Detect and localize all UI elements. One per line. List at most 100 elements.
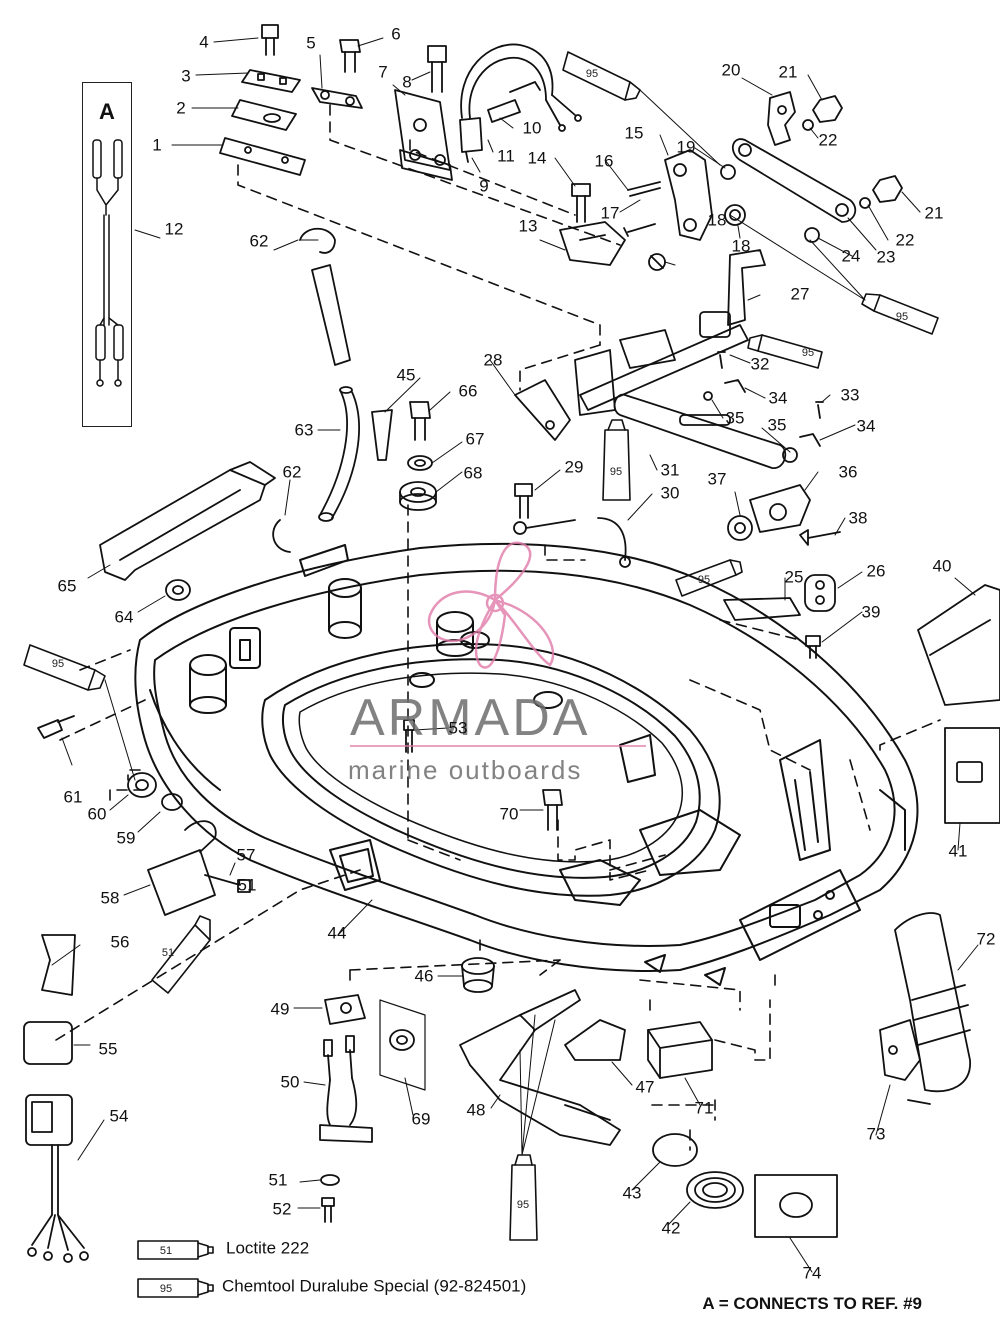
watermark-title: ARMADA xyxy=(350,689,591,747)
ref-label: 20 xyxy=(721,60,741,80)
ref-label: 70 xyxy=(499,804,519,824)
tube-label: 95 xyxy=(697,574,711,586)
ref-label: 52 xyxy=(272,1199,292,1219)
ref-label: 2 xyxy=(176,98,186,118)
ref-label: 73 xyxy=(866,1124,886,1144)
tube-label: 51 xyxy=(159,1245,173,1257)
ref-label: 60 xyxy=(87,804,107,824)
ref-label: 1 xyxy=(152,135,162,155)
ref-label: 66 xyxy=(458,381,478,401)
ref-label: 6 xyxy=(391,24,401,44)
ref-label: 3 xyxy=(181,66,191,86)
ref-label: 62 xyxy=(282,462,302,482)
ref-label: 4 xyxy=(199,32,209,52)
inset-label: A xyxy=(99,99,115,124)
ref-label: 48 xyxy=(466,1100,486,1120)
ref-label: 33 xyxy=(840,385,860,405)
ref-label: 72 xyxy=(976,929,996,949)
ref-label: 31 xyxy=(660,460,680,480)
ref-label: 15 xyxy=(624,123,644,143)
ref-label: 74 xyxy=(802,1263,822,1283)
ref-label: 16 xyxy=(594,151,614,171)
ref-label: 18 xyxy=(707,210,727,230)
ref-label: 26 xyxy=(866,561,886,581)
ref-label: 11 xyxy=(497,146,515,166)
ref-label: 12 xyxy=(164,219,184,239)
ref-label: 25 xyxy=(784,567,804,587)
ref-label: 58 xyxy=(100,888,120,908)
ref-label: 56 xyxy=(110,932,130,952)
connection-footnote: A = CONNECTS TO REF. #9 xyxy=(702,1294,922,1313)
ref-label: 13 xyxy=(518,216,538,236)
watermark-subtitle: marine outboards xyxy=(348,755,583,785)
ref-label: 51 xyxy=(268,1170,288,1190)
ref-label: 21 xyxy=(924,203,944,223)
detail-inset: A xyxy=(82,82,132,427)
upper-parts xyxy=(23,24,1000,1263)
ref-label: 49 xyxy=(270,999,290,1019)
legend-item-chemtool: Chemtool Duralube Special (92-824501) xyxy=(222,1276,526,1297)
ref-label: 34 xyxy=(856,416,876,436)
ref-label: 45 xyxy=(396,365,416,385)
ref-label: 62 xyxy=(249,231,269,251)
ref-label: 71 xyxy=(694,1098,714,1118)
ref-label: 28 xyxy=(483,350,503,370)
ref-label: 29 xyxy=(564,457,584,477)
connector-lines xyxy=(55,104,941,1151)
ref-label: 23 xyxy=(876,247,896,267)
watermark-logo xyxy=(427,541,555,669)
ref-label: 24 xyxy=(841,246,861,266)
ref-label: 59 xyxy=(116,828,136,848)
watermark-rule xyxy=(350,745,646,747)
leader-lines xyxy=(51,37,979,1273)
ref-label: 46 xyxy=(414,966,434,986)
legend-item-loctite: Loctite 222 xyxy=(226,1238,309,1259)
ref-label: 41 xyxy=(948,841,968,861)
legend-text: Loctite 222 xyxy=(226,1238,310,1258)
ref-label: 34 xyxy=(768,388,788,408)
ref-label: 47 xyxy=(635,1077,655,1097)
ref-label: 57 xyxy=(236,845,256,865)
ref-label: 40 xyxy=(932,556,952,576)
ref-label: 22 xyxy=(818,130,838,150)
ref-label: 39 xyxy=(861,602,881,622)
ref-label: 44 xyxy=(327,923,347,943)
ref-label: 64 xyxy=(114,607,134,627)
ref-label: 36 xyxy=(838,462,858,482)
tube-label: 95 xyxy=(159,1283,173,1295)
tubes xyxy=(23,51,939,1241)
ref-label: 51 xyxy=(237,875,257,895)
ref-label: 38 xyxy=(848,508,868,528)
ref-label: 22 xyxy=(895,230,915,250)
ref-label: 65 xyxy=(57,576,77,596)
ref-label: 18 xyxy=(731,236,751,256)
tube-label: 95 xyxy=(609,466,623,478)
ref-label: 61 xyxy=(63,787,83,807)
ref-label: 30 xyxy=(660,483,680,503)
legend-text: Chemtool Duralube Special (92-824501) xyxy=(222,1276,527,1296)
ref-label: 19 xyxy=(676,137,696,157)
ref-label: 67 xyxy=(465,429,485,449)
tube-label: 95 xyxy=(516,1199,530,1211)
ref-label: 27 xyxy=(790,284,810,304)
ref-label: 14 xyxy=(527,148,547,168)
ref-label: 50 xyxy=(280,1072,300,1092)
ref-label: 63 xyxy=(294,420,314,440)
ref-label: 35 xyxy=(725,408,745,428)
ref-label: 55 xyxy=(98,1039,118,1059)
ref-label: 8 xyxy=(402,72,412,92)
tube-label: 95 xyxy=(585,68,599,80)
ref-label: 32 xyxy=(750,354,770,374)
ref-label: 69 xyxy=(411,1109,431,1129)
ref-label: 54 xyxy=(109,1106,129,1126)
tube-label: 95 xyxy=(51,658,65,670)
ref-label: 43 xyxy=(622,1183,642,1203)
ref-label: 10 xyxy=(522,118,542,138)
ref-label: 17 xyxy=(600,203,620,223)
ref-label: 37 xyxy=(707,469,727,489)
ref-label: 7 xyxy=(378,62,388,82)
ref-label: 42 xyxy=(661,1218,681,1238)
ref-label: 35 xyxy=(767,415,787,435)
